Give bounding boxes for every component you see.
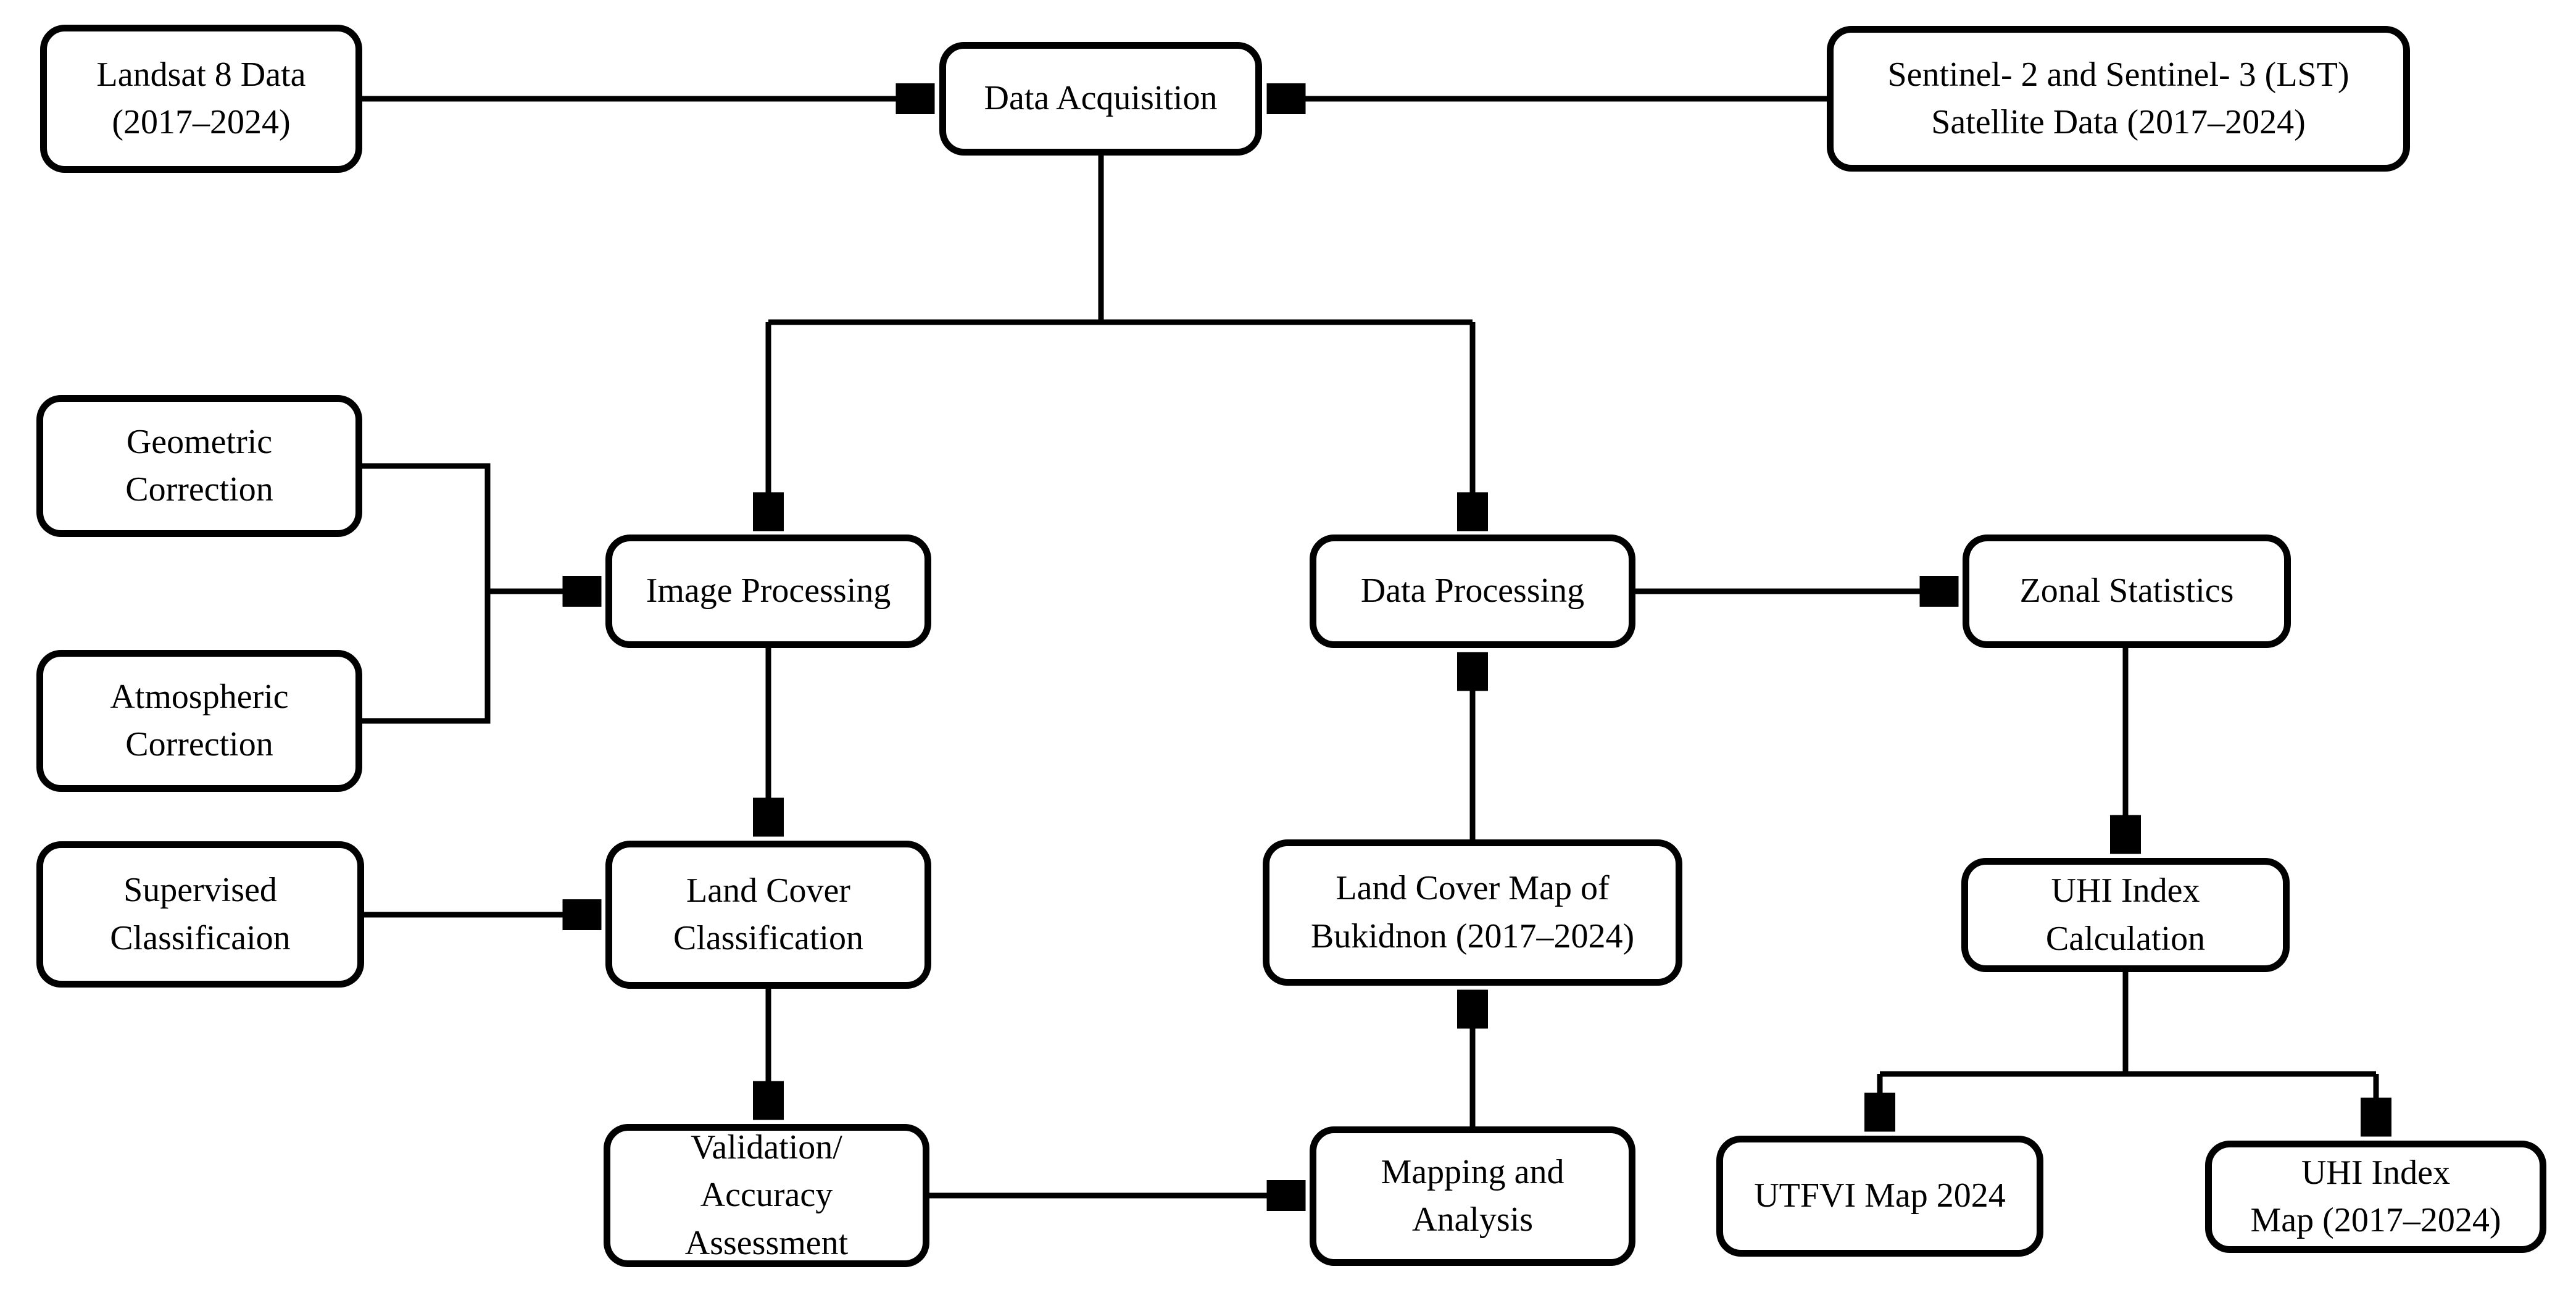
node-label: Validation/ [691, 1128, 842, 1167]
node-label: Land Cover [686, 871, 850, 910]
node-validation-accuracy-assessment: Validation/ Accuracy Assessment [604, 1124, 929, 1267]
node-zonal-statistics: Zonal Statistics [1963, 535, 2291, 648]
node-uhi-index-calculation: UHI Index Calculation [1961, 858, 2290, 972]
node-atmospheric-correction: Atmospheric Correction [36, 650, 362, 792]
node-utfvi-map-2024: UTFVI Map 2024 [1716, 1136, 2043, 1257]
node-label: UTFVI Map 2024 [1754, 1176, 2006, 1215]
node-label: Atmospheric [110, 677, 289, 716]
node-data-processing: Data Processing [1310, 535, 1635, 648]
node-label: Data Processing [1360, 572, 1585, 610]
node-label: Calculation [2045, 919, 2206, 958]
node-label: Accuracy [700, 1176, 833, 1215]
node-label: Supervised [123, 871, 277, 910]
node-label: UHI Index [2051, 872, 2200, 910]
node-sentinel-satellite-data: Sentinel- 2 and Sentinel- 3 (LST) Satell… [1827, 26, 2410, 172]
node-label: Geometric [126, 422, 273, 461]
node-label: Sentinel- 2 and Sentinel- 3 (LST) [1887, 55, 2350, 94]
node-label: Mapping and [1381, 1152, 1564, 1191]
node-label: UHI Index [2301, 1153, 2451, 1192]
edge-corrections-bracket [362, 463, 491, 724]
node-mapping-and-analysis: Mapping and Analysis [1310, 1126, 1635, 1266]
node-data-acquisition: Data Acquisition [939, 42, 1262, 156]
node-label: Assessment [684, 1223, 849, 1262]
node-label: Correction [125, 725, 273, 763]
node-supervised-classification: Supervised Classificaion [36, 841, 364, 988]
node-label: Bukidnon (2017–2024) [1310, 917, 1635, 955]
node-label: Analysis [1412, 1200, 1533, 1239]
node-landsat-8-data: Landsat 8 Data (2017–2024) [40, 25, 362, 173]
node-label: Zonal Statistics [2019, 572, 2234, 610]
node-image-processing: Image Processing [605, 535, 931, 648]
node-label: Map (2017–2024) [2250, 1201, 2501, 1239]
node-uhi-index-map: UHI Index Map (2017–2024) [2205, 1141, 2546, 1253]
node-label: Data Acquisition [984, 79, 1218, 118]
node-label: Land Cover Map of [1336, 869, 1610, 908]
node-land-cover-map: Land Cover Map of Bukidnon (2017–2024) [1263, 839, 1682, 986]
node-label: Landsat 8 Data [96, 55, 306, 94]
node-label: Classification [673, 919, 863, 957]
node-label: (2017–2024) [112, 103, 291, 141]
node-label: Correction [125, 470, 273, 509]
node-label: Image Processing [646, 572, 891, 610]
node-land-cover-classification: Land Cover Classification [605, 841, 931, 989]
node-label: Satellite Data (2017–2024) [1931, 103, 2306, 141]
node-label: Classificaion [110, 918, 291, 957]
node-geometric-correction: Geometric Correction [36, 395, 362, 537]
